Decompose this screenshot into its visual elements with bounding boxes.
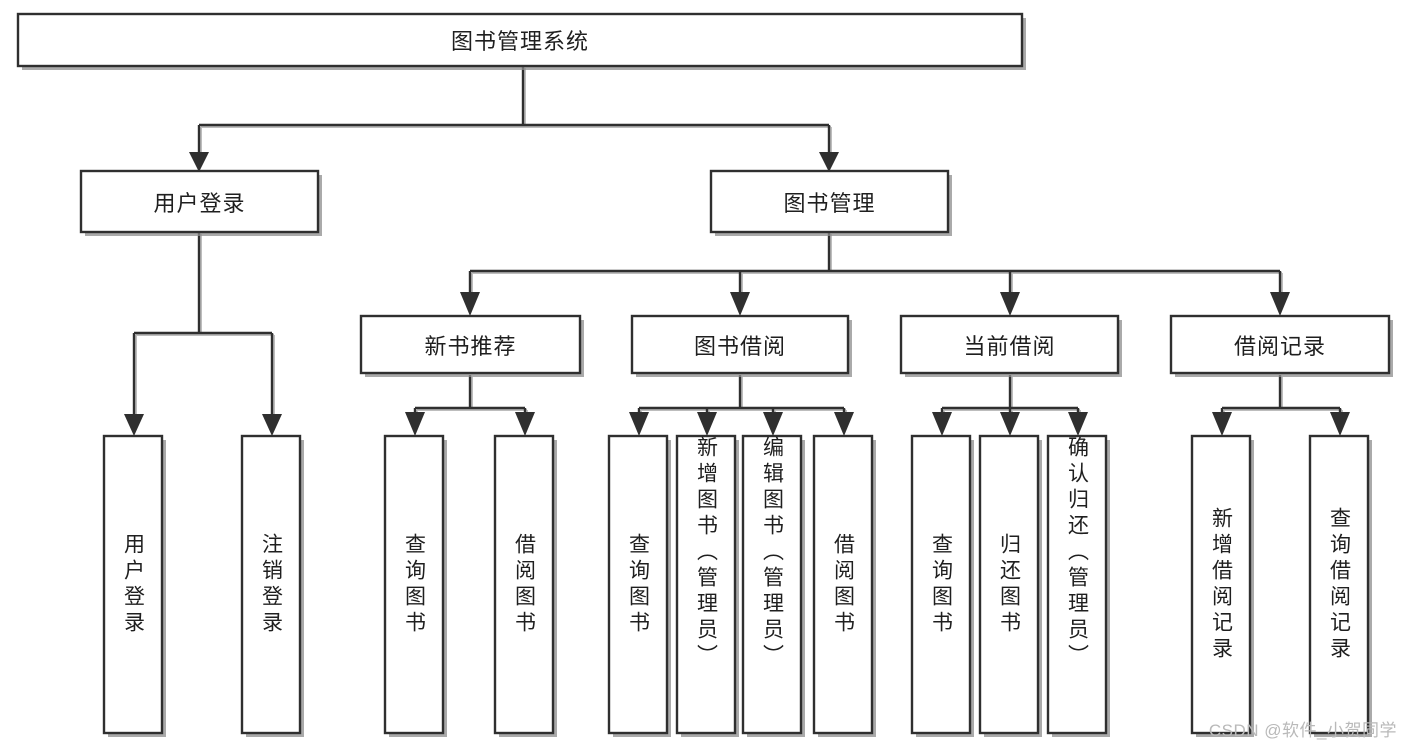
connector-bookmanage-to-level3 [460,232,1290,316]
arrow-head-icon [405,412,425,436]
node-current-borrow[interactable] [899,314,1122,377]
connector-recommend-to-leaves [405,375,535,436]
node-borrow-record[interactable] [1169,314,1393,377]
arrow-head-icon [515,412,535,436]
node-book-manage[interactable] [709,169,952,236]
arrow-head-icon [1330,412,1350,436]
node-root[interactable] [16,12,1026,70]
arrow-head-icon [834,412,854,436]
arrow-head-icon [1068,412,1088,436]
arrow-head-icon [629,412,649,436]
node-leaf-confirm-return[interactable] [1046,434,1110,737]
node-leaf-query-book-1[interactable] [383,434,447,737]
connector-borrow-to-leaves [629,375,854,436]
connector-root-to-level2 [189,66,839,172]
arrow-head-icon [1212,412,1232,436]
arrow-head-icon [1270,292,1290,316]
node-leaf-user-login[interactable] [102,434,166,737]
connector-userlogin-to-leaves [124,232,282,436]
arrow-head-icon [1000,292,1020,316]
node-leaf-return-book[interactable] [978,434,1042,737]
arrow-head-icon [697,412,717,436]
node-leaf-query-book-2[interactable] [607,434,671,737]
node-leaf-add-book[interactable] [675,434,739,737]
arrow-head-icon [1000,412,1020,436]
arrow-head-icon [460,292,480,316]
connector-current-to-leaves [932,375,1088,436]
arrow-head-icon [763,412,783,436]
node-new-book-recommend[interactable] [359,314,584,377]
node-book-borrow[interactable] [630,314,852,377]
arrow-head-icon [730,292,750,316]
arrow-head-icon [189,152,209,172]
arrow-head-icon [819,152,839,172]
connector-record-to-leaves [1212,375,1350,436]
node-leaf-query-record[interactable] [1308,434,1372,737]
arrow-head-icon [262,414,282,436]
node-leaf-edit-book[interactable] [741,434,805,737]
node-leaf-logout-login[interactable] [240,434,304,737]
arrow-head-icon [124,414,144,436]
node-leaf-query-book-3[interactable] [910,434,974,737]
node-leaf-add-record[interactable] [1190,434,1254,737]
node-leaf-borrow-book-2[interactable] [812,434,876,737]
arrow-head-icon [932,412,952,436]
node-leaf-borrow-book-1[interactable] [493,434,557,737]
node-user-login[interactable] [79,169,322,236]
